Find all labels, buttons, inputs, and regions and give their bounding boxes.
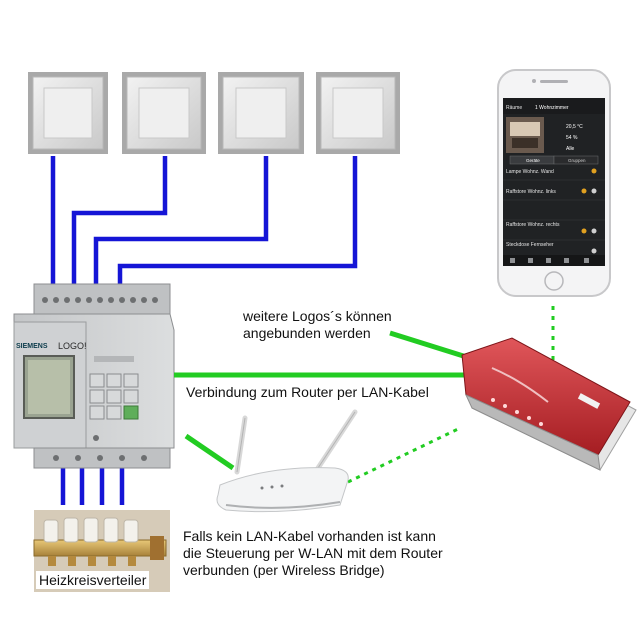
wall-switch-1 <box>28 72 108 154</box>
wireless-dotted-link <box>347 427 459 484</box>
wall-switch-2 <box>122 72 206 154</box>
lamp-icon <box>591 168 597 174</box>
phone-home-button <box>544 271 564 291</box>
blind-icon <box>591 228 597 234</box>
distributor-wiring <box>60 468 125 505</box>
blind-icon <box>591 188 597 194</box>
phone-back-label: Räume <box>506 105 522 111</box>
wire-switch-3 <box>93 156 269 284</box>
phone-room-title: 1 Wohnzimmer <box>535 105 569 111</box>
more-logos-line1: weitere Logos´s können <box>243 308 392 324</box>
phone-row-1[interactable]: Lampe Wohnz. Wand <box>506 169 554 175</box>
phone-temperature: 20,5 °C <box>566 124 583 130</box>
phone-row-3[interactable]: Raffstore Wohnz. rechts <box>506 222 560 228</box>
wire-switch-2 <box>71 156 168 284</box>
phone-tab-groups[interactable]: Gruppen <box>568 158 586 163</box>
smartphone: Räume 1 Wohnzimmer 20,5 °C 54 % Alle Ger… <box>497 69 611 297</box>
wlan-note-line1: Falls kein LAN-Kabel vorhanden ist kann <box>183 528 436 544</box>
socket-icon <box>591 248 597 254</box>
more-logos-line2: angebunden werden <box>243 325 371 341</box>
phone-tab-devices[interactable]: Geräte <box>526 158 540 163</box>
router <box>461 337 637 471</box>
switch-wiring <box>50 156 358 286</box>
plc-brand-label: SIEMENS <box>16 343 48 350</box>
blind-icon <box>581 228 587 234</box>
blind-icon <box>581 188 587 194</box>
wire-switch-4 <box>117 156 358 286</box>
phone-row-2[interactable]: Raffstore Wohnz. links <box>506 189 556 195</box>
distributor-label: Heizkreisverteiler <box>36 571 150 589</box>
logo-plc-controller: SIEMENS LOGO! <box>13 283 175 469</box>
phone-humidity: 54 % <box>566 135 578 141</box>
lan-connection-label: Verbindung zum Router per LAN-Kabel <box>186 384 429 400</box>
wall-switch-3 <box>218 72 304 154</box>
wall-switch-4 <box>316 72 400 154</box>
wlan-note-line3: verbunden (per Wireless Bridge) <box>183 562 385 578</box>
wlan-bridge-line <box>184 433 235 471</box>
more-logos-line <box>389 330 474 362</box>
wireless-bridge <box>216 409 358 513</box>
wlan-note-label: Falls kein LAN-Kabel vorhanden ist kann … <box>183 528 443 579</box>
wlan-note-line2: die Steuerung per W-LAN mit dem Router <box>183 545 443 561</box>
plc-model-label: LOGO! <box>58 341 87 351</box>
network-links <box>174 306 555 484</box>
phone-row-4[interactable]: Steckdose Fernseher <box>506 242 554 248</box>
more-logos-label: weitere Logos´s können angebunden werden <box>243 308 392 342</box>
phone-status: Alle <box>566 146 575 152</box>
